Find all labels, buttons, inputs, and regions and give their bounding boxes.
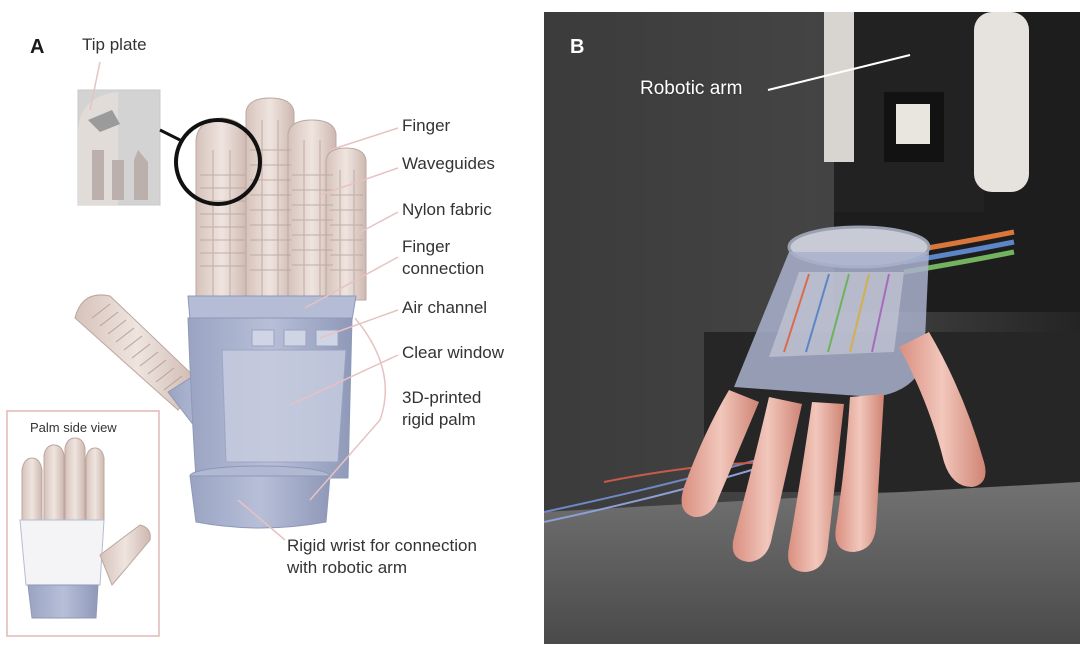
label-finger: Finger bbox=[402, 116, 451, 135]
label-rigid-wrist: Rigid wrist for connection with robotic … bbox=[287, 536, 477, 577]
panel-a-drawing bbox=[6, 61, 399, 637]
label-tip-plate: Tip plate bbox=[82, 35, 147, 54]
label-nylon-fabric: Nylon fabric bbox=[402, 200, 492, 219]
label-clear-window: Clear window bbox=[402, 343, 505, 362]
palm-side-view-inset bbox=[6, 410, 160, 637]
panel-b-letter: B bbox=[570, 36, 585, 58]
panel-a-letter: A bbox=[30, 36, 45, 58]
label-finger-connection: Finger connection bbox=[402, 237, 485, 278]
magnifier-circle bbox=[159, 118, 262, 206]
label-rigid-palm: 3D-printed rigid palm bbox=[402, 388, 482, 429]
wrist bbox=[189, 465, 331, 529]
tip-plate-inset bbox=[77, 89, 161, 206]
photo-fingers bbox=[681, 332, 986, 572]
palm bbox=[187, 295, 357, 479]
label-robotic-arm: Robotic arm bbox=[640, 78, 743, 99]
label-waveguides: Waveguides bbox=[402, 154, 495, 173]
label-air-channel: Air channel bbox=[402, 298, 488, 317]
tip-plate-leader bbox=[89, 61, 101, 111]
label-palm-side-view: Palm side view bbox=[30, 420, 117, 435]
leader-lines bbox=[237, 127, 399, 541]
fingers bbox=[195, 97, 367, 301]
panel-b-photo bbox=[544, 12, 1080, 644]
